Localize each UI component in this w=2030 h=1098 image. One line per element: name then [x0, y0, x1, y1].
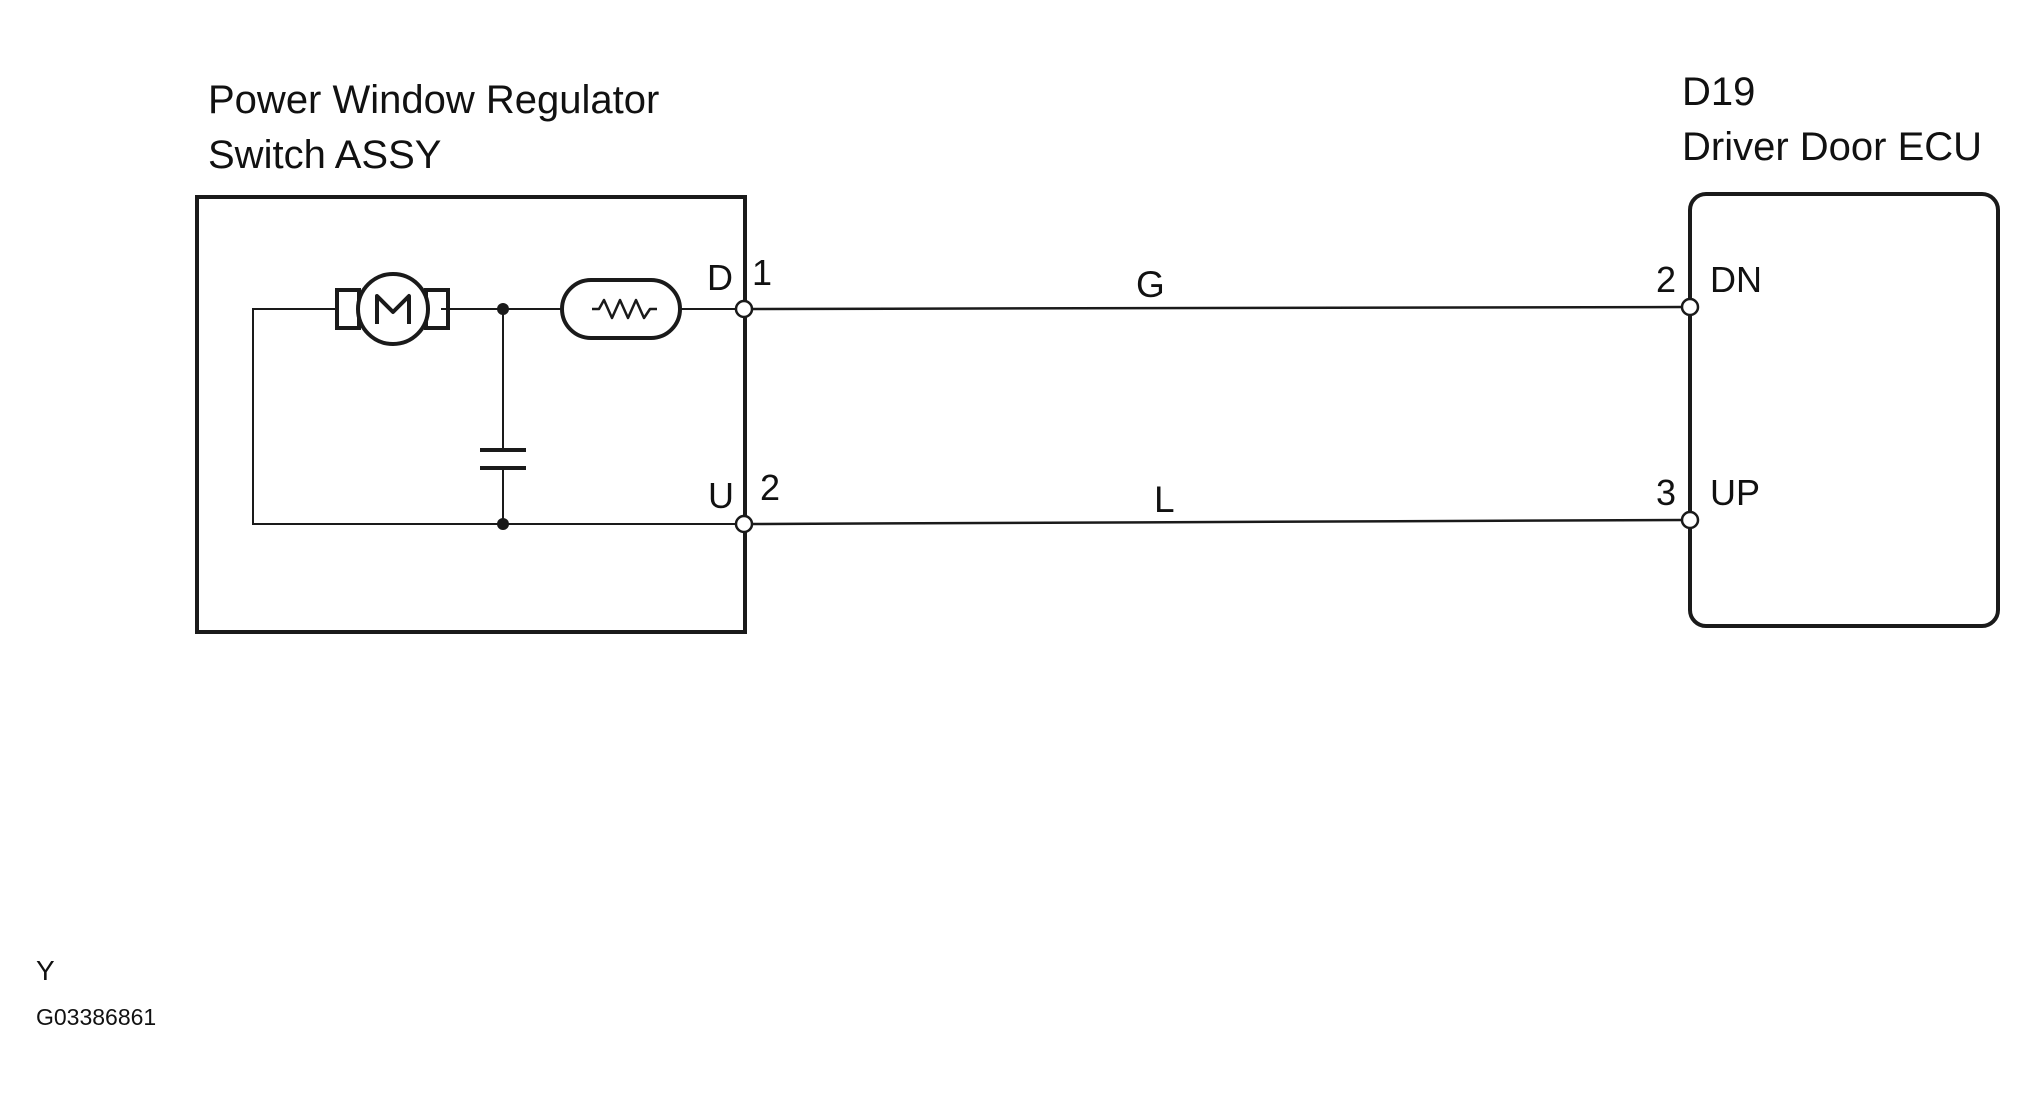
terminal-d-connector — [734, 299, 754, 319]
wire-l-color-code: L — [1154, 479, 1175, 520]
junction-dot-top — [497, 303, 509, 315]
terminal-d-pin: 1 — [752, 252, 772, 293]
right-connector-id: D19 — [1682, 70, 1755, 114]
left-component-title-line1: Power Window Regulator — [208, 78, 659, 122]
figure-id: G03386861 — [36, 1004, 156, 1030]
terminal-up-connector — [1680, 510, 1700, 530]
right-component-box — [1688, 192, 2000, 628]
left-component-title-line2: Switch ASSY — [208, 133, 441, 177]
junction-dot-bottom — [497, 518, 509, 530]
terminal-dn-pin: 2 — [1656, 259, 1676, 300]
motor-icon — [335, 272, 450, 346]
footer-mark: Y — [36, 955, 55, 986]
terminal-u-label: U — [708, 475, 734, 516]
left-component-box — [195, 195, 747, 634]
terminal-up-label: UP — [1710, 472, 1760, 513]
right-component-title: Driver Door ECU — [1682, 125, 1982, 169]
terminal-up-pin: 3 — [1656, 472, 1676, 513]
internal-wire-loop — [252, 308, 744, 525]
terminal-u-connector — [734, 514, 754, 534]
terminal-u-pin: 2 — [760, 467, 780, 508]
wire-g — [749, 305, 1685, 311]
terminal-dn-connector — [1680, 297, 1700, 317]
wire-l — [749, 518, 1685, 526]
terminal-d-label: D — [707, 257, 733, 298]
wire-g-color-code: G — [1136, 264, 1165, 305]
terminal-dn-label: DN — [1710, 259, 1762, 300]
ptc-resistor-icon — [560, 278, 682, 340]
